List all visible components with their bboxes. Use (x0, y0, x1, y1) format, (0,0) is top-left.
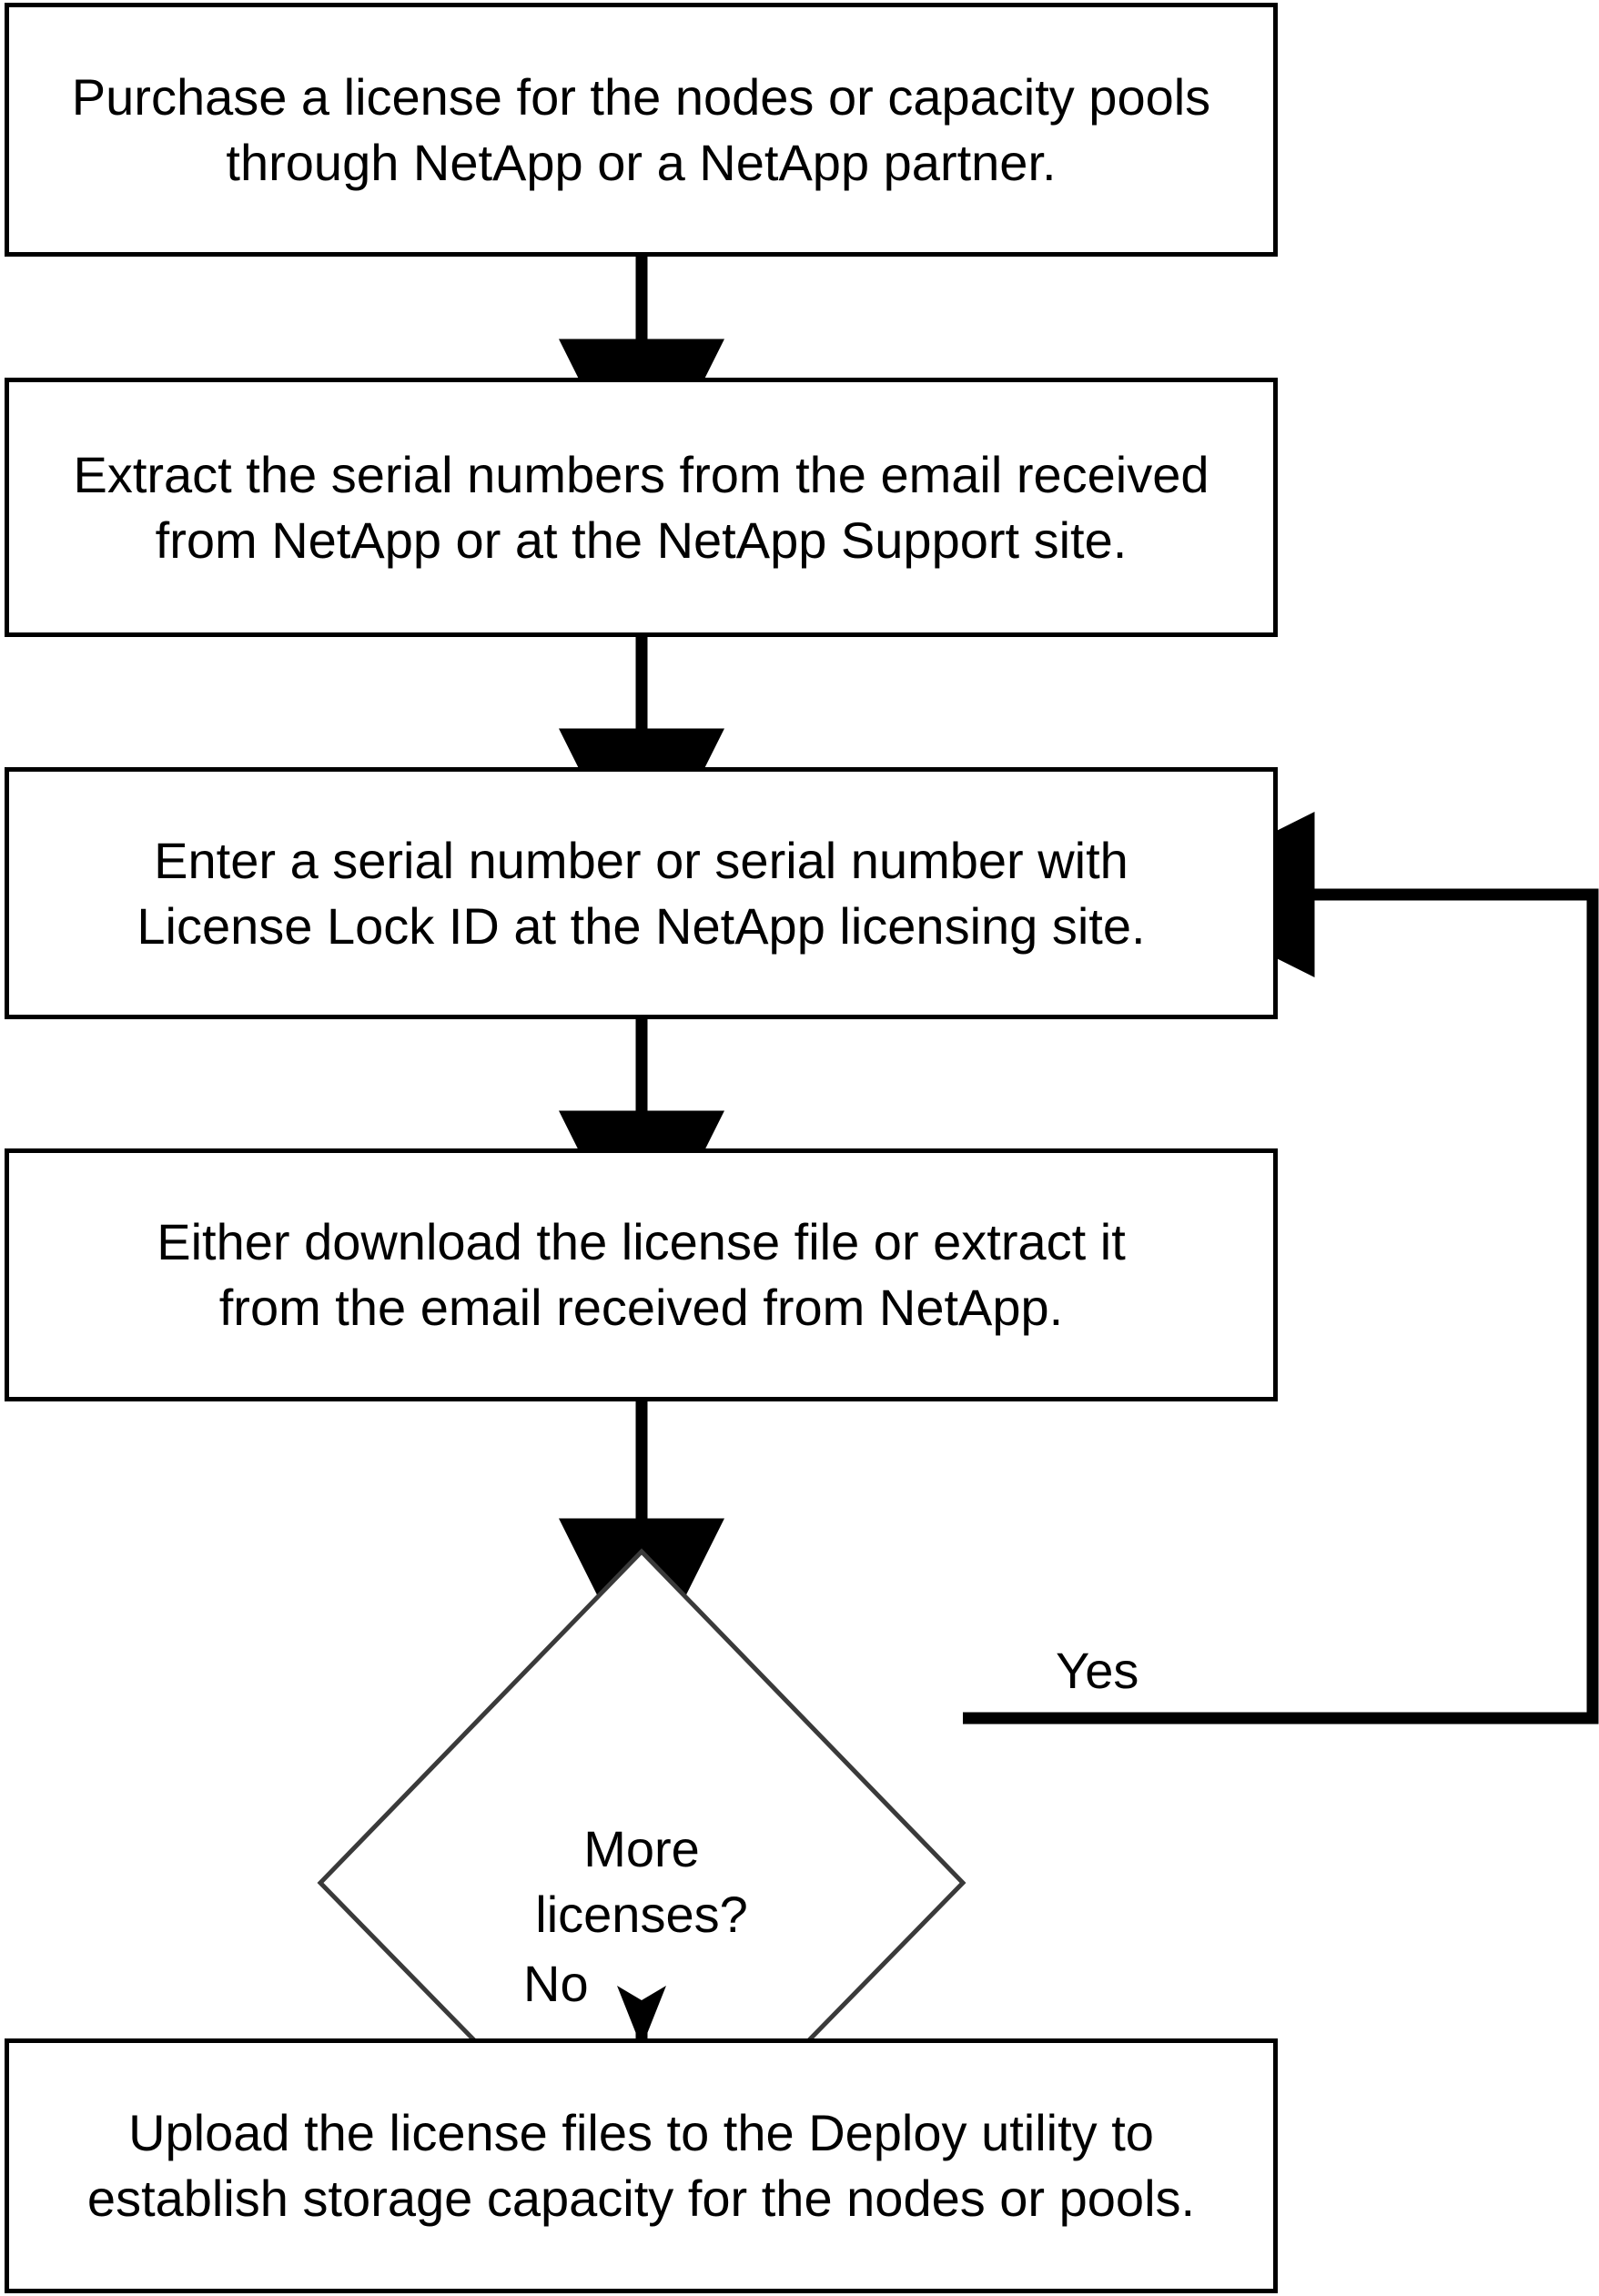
node-download-license[interactable]: Either download the license file or extr… (5, 1148, 1278, 1401)
arrow-yes-feedback-loop (963, 812, 1599, 1725)
node-extract-serials-label: Extract the serial numbers from the emai… (73, 445, 1209, 569)
node-enter-serial[interactable]: Enter a serial number or serial number w… (5, 767, 1278, 1019)
edge-label-yes: Yes (1056, 1642, 1139, 1699)
node-download-license-label: Either download the license file or extr… (157, 1213, 1126, 1336)
node-enter-serial-label: Enter a serial number or serial number w… (137, 831, 1146, 955)
node-upload-license-label: Upload the license files to the Deploy u… (86, 2104, 1196, 2227)
node-purchase[interactable]: Purchase a license for the nodes or capa… (5, 3, 1278, 257)
node-purchase-label: Purchase a license for the nodes or capa… (71, 67, 1211, 191)
edge-label-no: No (523, 1955, 589, 2012)
node-upload-license[interactable]: Upload the license files to the Deploy u… (5, 2038, 1278, 2293)
node-extract-serials[interactable]: Extract the serial numbers from the emai… (5, 378, 1278, 637)
